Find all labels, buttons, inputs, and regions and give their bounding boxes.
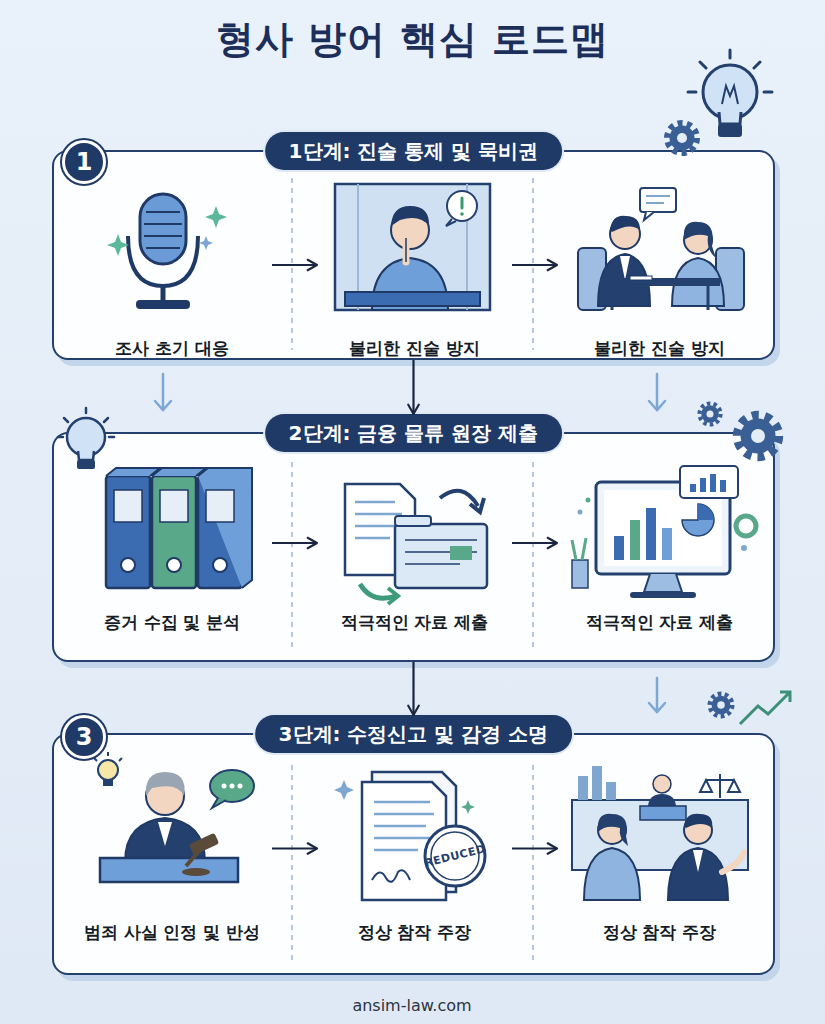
step-caption: 적극적인 자료 제출	[297, 610, 532, 634]
side-arrow-part	[649, 678, 665, 712]
step-item: 불리한 진술 방지	[317, 182, 512, 360]
lightbulb-icon-part	[722, 86, 738, 104]
stage-header: 1단계: 진술 통제 및 묵비권	[265, 132, 563, 170]
stage-header: 3단계: 수정신고 및 감경 소명	[255, 715, 573, 753]
step-item: 적극적인 자료 제출	[557, 464, 762, 634]
step-number: 3	[76, 723, 93, 751]
lightbulb-icon-part	[688, 50, 772, 92]
step-caption: 정상 참작 주장	[537, 920, 782, 944]
side-arrow-part	[155, 374, 171, 410]
side-arrow-part	[649, 374, 665, 410]
step-caption: 적극적인 자료 제출	[537, 610, 782, 634]
lightbulb-icon-part	[718, 124, 742, 137]
step-item: 증거 수집 및 분석	[72, 464, 272, 634]
trend-arrow	[740, 692, 790, 724]
flow-arrow	[412, 360, 414, 414]
diagram-title: 형사 방어 핵심 로드맵	[0, 14, 825, 65]
step-item: 불리한 진술 방지	[557, 182, 762, 360]
step-caption: 불리한 진술 방지	[537, 336, 782, 360]
gear-icon	[667, 123, 697, 153]
stage-panel: 3단계: 수정신고 및 감경 소명3범죄 사실 인정 및 반성정상 참작 주장정…	[52, 733, 775, 975]
gear-icon	[700, 404, 721, 425]
stage-panel: 1단계: 진술 통제 및 묵비권1조사 초기 대응불리한 진술 방지불리한 진술…	[52, 150, 775, 360]
lightbulb-icon-part	[719, 112, 741, 124]
footer-url: ansim-law.com	[352, 996, 471, 1015]
step-item: 조사 초기 대응	[72, 182, 272, 360]
step-caption: 범죄 사실 인정 및 반성	[52, 920, 292, 944]
step-item: 범죄 사실 인정 및 반성	[72, 765, 272, 944]
step-caption: 증거 수집 및 분석	[52, 610, 292, 634]
step-item: 적극적인 자료 제출	[317, 464, 512, 634]
step-number-circle: 3	[62, 715, 106, 759]
flow-arrow	[412, 662, 414, 715]
stage-header: 2단계: 금융 물류 원장 제출	[265, 414, 563, 452]
gear-icon	[710, 694, 733, 717]
step-caption: 불리한 진술 방지	[297, 336, 532, 360]
step-item: 정상 참작 주장	[557, 765, 762, 944]
step-number: 1	[76, 148, 93, 176]
step-caption: 정상 참작 주장	[297, 920, 532, 944]
step-caption: 조사 초기 대응	[52, 336, 292, 360]
lightbulb-icon-part	[703, 65, 757, 119]
step-number-circle: 1	[62, 140, 106, 184]
lightbulb-icon	[688, 50, 772, 137]
stage-panel: 2단계: 금융 물류 원장 제출증거 수집 및 분석적극적인 자료 제출적극적인…	[52, 432, 775, 662]
